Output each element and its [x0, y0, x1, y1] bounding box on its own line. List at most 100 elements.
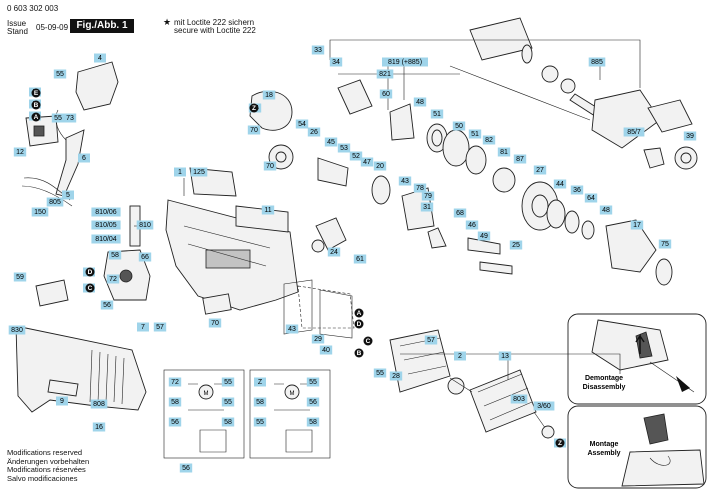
part-number-box	[106, 274, 120, 284]
part-number-text: 34	[332, 59, 340, 66]
part-number-label: 7	[137, 322, 149, 332]
part-number-label: 5	[62, 190, 74, 200]
part-number-label: 72	[106, 274, 120, 284]
part-number-box	[430, 109, 444, 119]
letter-marker-text: A	[357, 310, 362, 317]
part-number-label: 819 (+885)	[382, 57, 428, 67]
part-number-box	[94, 53, 106, 63]
part-number-text: 1	[178, 169, 182, 176]
part-number-box	[153, 322, 167, 332]
part-number-box	[497, 147, 511, 157]
part-number-text: 25	[512, 242, 520, 249]
part-number-label: 803	[510, 394, 528, 404]
part-number-box	[168, 397, 182, 407]
part-number-box	[90, 399, 108, 409]
part-number-text: 47	[363, 159, 371, 166]
part-number-label: 39	[683, 131, 697, 141]
part-number-label: 82	[482, 135, 496, 145]
handle-body	[15, 325, 147, 413]
part-number-text: 805	[49, 199, 61, 206]
part-number-box	[424, 335, 438, 345]
part-number-label: 54	[295, 119, 309, 129]
part-number-text: 4	[98, 55, 102, 62]
part-number-label: 150	[31, 207, 49, 217]
demontage-inset	[567, 313, 707, 405]
wiring-schematic-left	[163, 369, 245, 459]
part-number-box	[683, 131, 697, 141]
part-number-label: 16	[92, 422, 106, 432]
part-number-text: 55	[256, 419, 264, 426]
part-number-text: 56	[171, 419, 179, 426]
part-number-text: 7	[141, 324, 145, 331]
part-number-label: 31	[420, 202, 434, 212]
part-number-text: 58	[309, 419, 317, 426]
issue-label: Issue	[7, 19, 27, 28]
part-number-label: 125	[190, 167, 208, 177]
stand-label: Stand	[7, 27, 28, 36]
part-number-text: 27	[536, 167, 544, 174]
part-number-box	[136, 220, 154, 230]
part-number-label: 36	[570, 185, 584, 195]
part-number-box	[533, 165, 547, 175]
figure-label: Fig./Abb. 1	[70, 19, 134, 33]
part-number-box	[389, 371, 403, 381]
part-number-text: 16	[95, 424, 103, 431]
part-number-box	[261, 205, 275, 215]
part-number-box	[31, 207, 49, 217]
part-number-box	[91, 207, 121, 217]
part-number-text: 39	[686, 133, 694, 140]
part-number-text: 26	[310, 129, 318, 136]
part-number-label: 56	[100, 300, 114, 310]
switch-assembly	[21, 61, 119, 207]
part-number-text: 810	[139, 222, 151, 229]
part-number-text: 43	[288, 326, 296, 333]
part-number-label: 18	[262, 90, 276, 100]
part-number-box	[263, 161, 277, 171]
part-number-box	[56, 396, 68, 406]
part-number-label: 45	[324, 137, 338, 147]
part-number-text: 58	[256, 399, 264, 406]
part-number-box	[599, 205, 613, 215]
part-number-label: 6	[78, 153, 90, 163]
part-number-text: 70	[250, 127, 258, 134]
part-number-box	[100, 300, 114, 310]
part-number-label: 34	[329, 57, 343, 67]
part-number-box	[190, 167, 208, 177]
part-number-text: 830	[11, 327, 23, 334]
part-number-text: 150	[34, 209, 46, 216]
loctite-note-en: secure with Loctite 222	[174, 26, 256, 35]
part-number-text: 56	[309, 399, 317, 406]
part-number-box	[623, 127, 645, 137]
part-number-box	[62, 190, 74, 200]
footer-line: Modifications reserved	[7, 448, 83, 457]
letter-marker: E	[31, 88, 41, 98]
part-number-box	[570, 185, 584, 195]
part-number-box	[311, 45, 325, 55]
part-number-box	[421, 191, 435, 201]
part-number-box	[168, 377, 182, 387]
part-number-text: 46	[468, 222, 476, 229]
part-number-text: 885	[591, 59, 603, 66]
part-number-text: 51	[471, 131, 479, 138]
part-number-box	[465, 220, 479, 230]
part-number-label: 24	[327, 247, 341, 257]
leader-lines	[134, 39, 641, 380]
part-number-box	[413, 183, 427, 193]
part-number-box	[221, 417, 235, 427]
part-number-text: 85/7	[627, 129, 641, 136]
part-number-box	[91, 234, 121, 244]
part-number-label: 43	[285, 324, 299, 334]
part-number-label: 57	[424, 335, 438, 345]
part-number-box	[174, 167, 186, 177]
part-labels: 554EBA557312658051503334821819 (+885)885…	[8, 45, 697, 473]
part-number-box	[337, 143, 351, 153]
part-number-text: 54	[298, 121, 306, 128]
footer-line: Modifications réservées	[7, 465, 86, 475]
part-number-box	[262, 90, 276, 100]
part-number-text: 56	[103, 302, 111, 309]
part-number-text: 81	[500, 149, 508, 156]
part-number-box	[452, 121, 466, 131]
part-number-box	[454, 351, 466, 361]
